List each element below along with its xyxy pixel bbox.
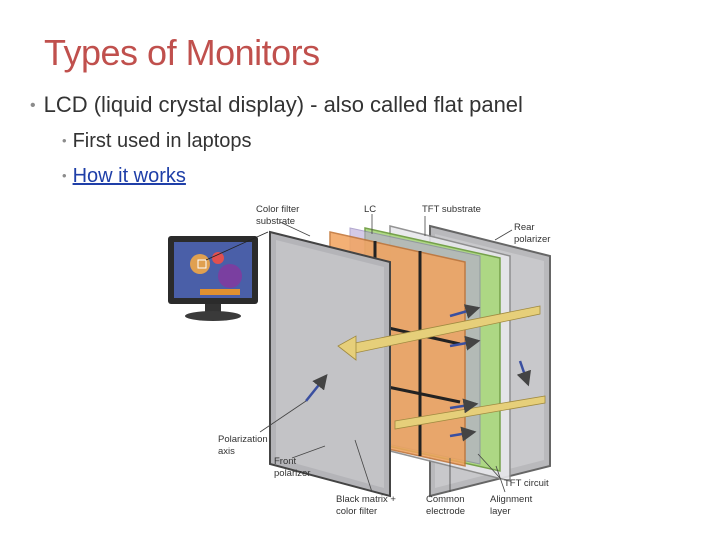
label-rear-polarizer: polarizer [514,234,550,245]
label-polarization-axis: axis [218,446,235,457]
bullet-dot-icon: • [62,168,67,183]
label-color-filter: Color filter [256,204,299,215]
polarization-arrows [305,304,531,442]
bullet-laptops: • First used in laptops [62,130,252,153]
how-it-works-link[interactable]: How it works [72,165,186,187]
slide-title: Types of Monitors [44,32,320,73]
bullet-lcd: • LCD (liquid crystal display) - also cal… [30,92,523,118]
bullet-how-it-works: • How it works [62,165,186,188]
label-lc: LC [364,204,376,215]
label-alignment-layer: layer [490,506,511,517]
label-front-polarizer: polarizer [274,468,310,479]
label-tft-substrate: TFT substrate [422,204,481,215]
leader-lines [259,214,513,493]
label-common: Common [426,494,465,505]
front-polarizer-panel [269,230,391,498]
bullet-dot-icon: • [30,97,36,114]
bullet-laptops-text: First used in laptops [72,130,252,152]
label-alignment: Alignment [490,494,533,505]
label-black-matrix: Black matrix + [336,494,396,505]
monitor-icon [168,231,269,321]
label-front: Front [274,456,297,467]
label-polarization: Polarization [218,434,268,445]
label-black-matrix-2: color filter [336,506,377,517]
label-color-filter-2: substrate [256,216,295,227]
label-tft-circuit: TFT circuit [504,478,549,489]
label-rear: Rear [514,222,535,233]
bullet-lcd-text: LCD (liquid crystal display) - also call… [43,92,523,117]
label-common-electrode: electrode [426,506,465,517]
bullet-dot-icon: • [62,133,67,148]
lcd-layers-diagram: Color filter substrate LC TFT substrate … [168,204,551,517]
